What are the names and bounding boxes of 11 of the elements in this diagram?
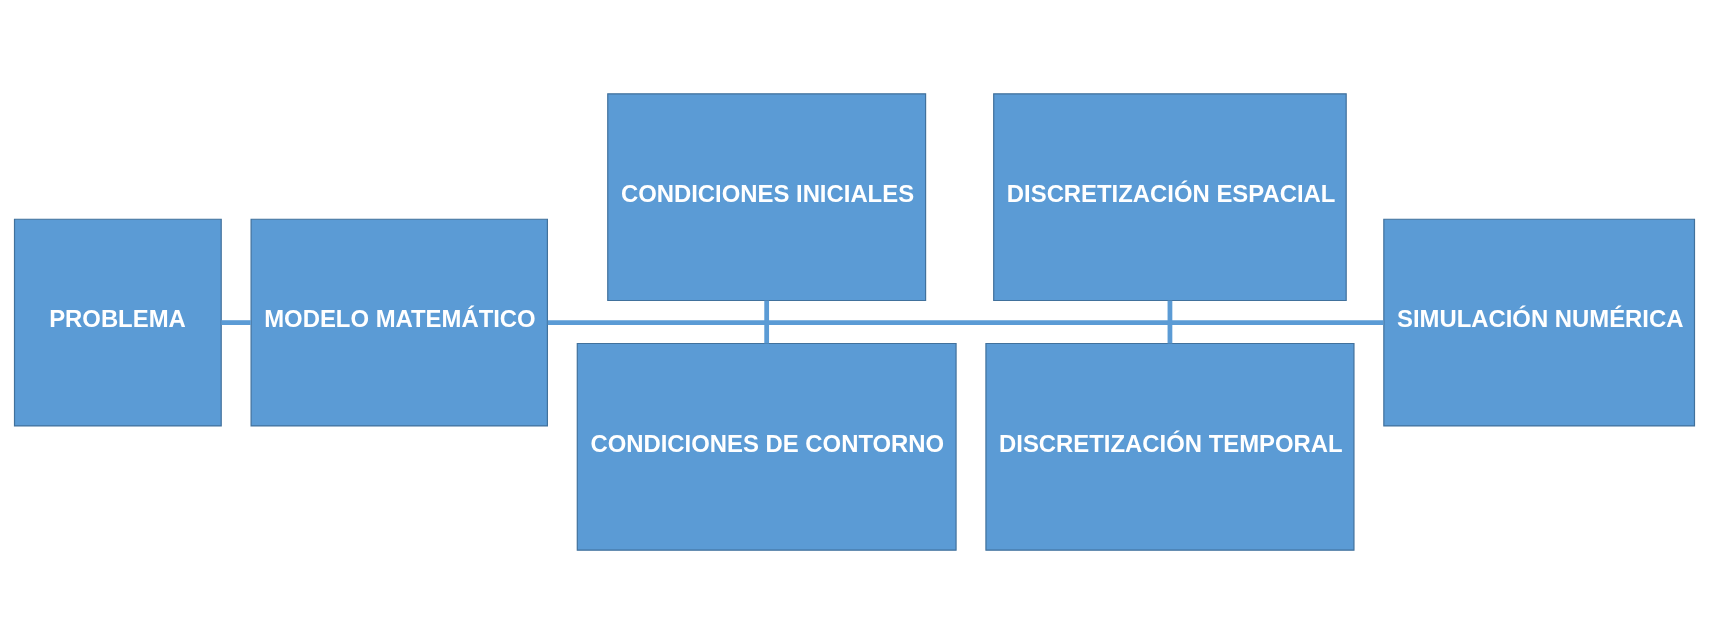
connector <box>764 300 770 344</box>
node-box: MODELO MATEMÁTICO <box>250 218 548 427</box>
node-box: DISCRETIZACIÓN TEMPORAL <box>985 342 1355 551</box>
node-box: PROBLEMA <box>13 218 222 427</box>
connector <box>221 320 251 325</box>
node-box: SIMULACIÓN NUMÉRICA <box>1383 218 1696 427</box>
connector <box>547 320 1384 325</box>
node-box: DISCRETIZACIÓN ESPACIAL <box>993 93 1347 302</box>
node-box: CONDICIONES DE CONTORNO <box>576 342 957 551</box>
node-box: CONDICIONES INICIALES <box>607 93 927 302</box>
connector <box>1167 300 1173 344</box>
